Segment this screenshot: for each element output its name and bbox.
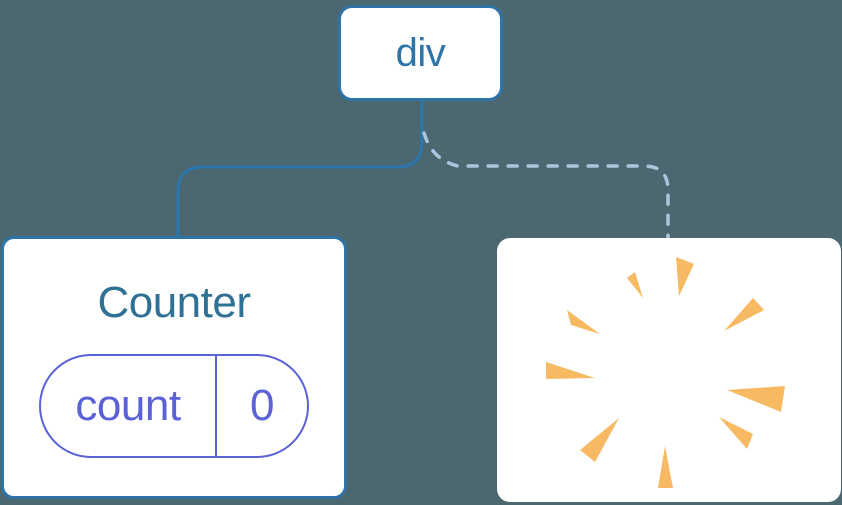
connector-solid (176, 101, 424, 240)
removed-component-card (497, 238, 841, 502)
poof-ray (724, 298, 764, 331)
poof-ray (567, 310, 600, 334)
state-label: count (75, 381, 181, 430)
poof-ray (580, 418, 619, 462)
state-value: 0 (215, 356, 307, 456)
poof-ray (627, 272, 643, 298)
poof-ray (546, 362, 595, 379)
component-title: Counter (97, 278, 251, 327)
poof-ray (676, 257, 694, 296)
poof-ray (719, 417, 753, 449)
counter-component-card: Counter count 0 (1, 236, 347, 499)
state-pill: count 0 (39, 354, 309, 458)
poof-rays (546, 257, 785, 488)
poof-ray (658, 446, 673, 488)
root-node: div (338, 5, 503, 101)
connector-dashed (422, 131, 670, 242)
root-node-label: div (395, 30, 446, 75)
poof-icon (546, 257, 785, 488)
poof-ray (727, 386, 785, 412)
